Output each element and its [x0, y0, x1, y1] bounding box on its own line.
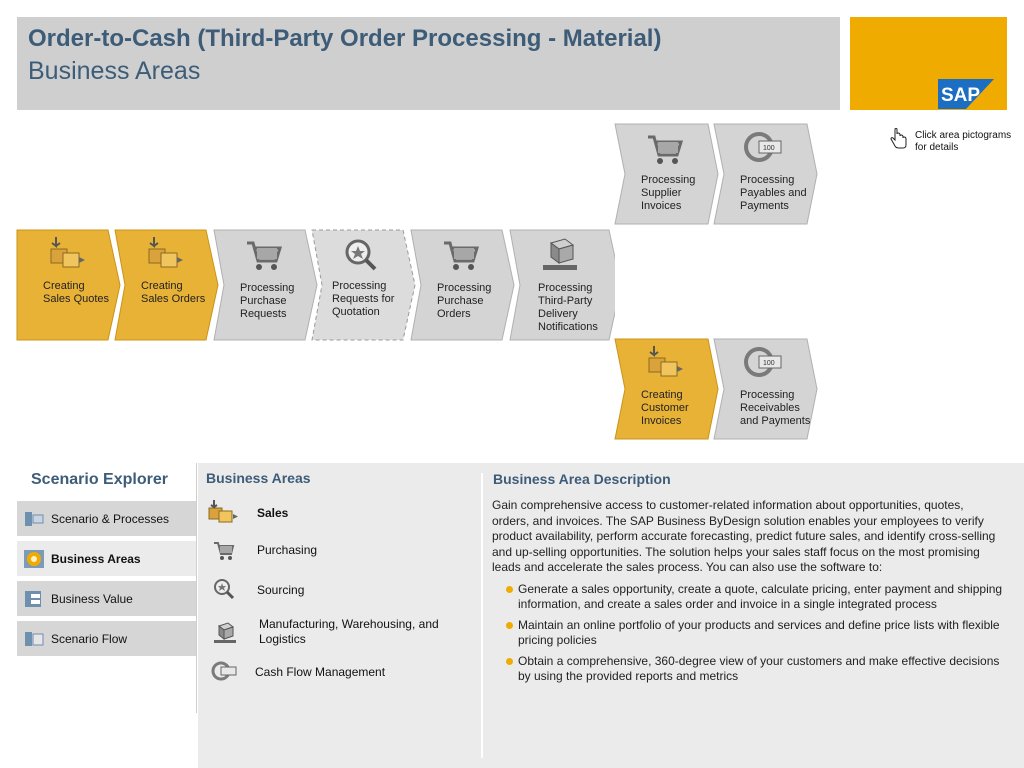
step-creating-sales-orders[interactable]: Creating Sales Orders — [114, 229, 220, 342]
shopping-cart-icon[interactable] — [440, 235, 480, 275]
description-body: Gain comprehensive access to customer-re… — [492, 498, 996, 574]
step-processing-purchase-requests[interactable]: Processing Purchase Requests — [213, 229, 319, 342]
explorer-title: Scenario Explorer — [31, 471, 168, 488]
business-areas-panel: Business Areas Sales Purchasing Sourcing… — [198, 463, 1024, 768]
business-areas-icon — [24, 550, 44, 568]
step-processing-supplier-invoices[interactable]: Processing Supplier Invoices — [614, 123, 720, 236]
business-areas-title: Business Areas — [206, 470, 311, 486]
page-subtitle: Business Areas — [28, 57, 201, 85]
description-title: Business Area Description — [493, 471, 671, 487]
description-bullet: Maintain an online portfolio of your pro… — [492, 618, 1004, 648]
sales-boxes-icon[interactable] — [46, 235, 88, 275]
step-processing-rfq[interactable]: Processing Requests for Quotation — [311, 229, 417, 342]
shopping-cart-icon[interactable] — [212, 539, 236, 563]
step-processing-purchase-orders[interactable]: Processing Purchase Orders — [410, 229, 516, 342]
area-item-sales[interactable]: Sales — [198, 497, 478, 529]
step-label: Processing Requests for Quotation — [332, 280, 395, 318]
step-label: Processing Payables and Payments — [740, 174, 807, 212]
explorer-item-business-value[interactable]: Business Value — [17, 581, 197, 617]
explorer-item-scenario-flow[interactable]: Scenario Flow — [17, 621, 197, 657]
cash-flow-icon[interactable]: 100 — [743, 344, 785, 380]
area-item-manufacturing[interactable]: Manufacturing, Warehousing, and Logistic… — [198, 613, 478, 653]
explorer-item-scenario-processes[interactable]: Scenario & Processes — [17, 501, 197, 537]
explorer-item-label: Scenario Flow — [51, 632, 128, 646]
shopping-cart-icon[interactable] — [243, 235, 283, 275]
step-label: Creating Sales Orders — [141, 280, 206, 305]
description-bullet: Generate a sales opportunity, create a q… — [492, 582, 1004, 612]
area-item-label: Sourcing — [257, 583, 305, 597]
step-label: Processing Supplier Invoices — [641, 174, 696, 212]
area-item-label: Cash Flow Management — [255, 665, 386, 679]
scenario-processes-icon — [25, 512, 44, 526]
explorer-item-business-areas[interactable]: Business Areas — [17, 541, 197, 577]
page-title: Order-to-Cash (Third-Party Order Process… — [28, 25, 662, 52]
header-banner: Order-to-Cash (Third-Party Order Process… — [17, 17, 840, 110]
scenario-flow-icon — [25, 632, 44, 646]
svg-text:100: 100 — [763, 360, 775, 367]
sales-boxes-icon[interactable] — [144, 235, 186, 275]
sales-boxes-icon[interactable] — [206, 499, 240, 527]
panel-divider — [481, 473, 483, 758]
sales-boxes-icon[interactable] — [644, 344, 686, 384]
hint-text: Click area pictograms for details — [915, 130, 1012, 153]
area-item-sourcing[interactable]: Sourcing — [198, 575, 478, 607]
step-creating-sales-quotes[interactable]: Creating Sales Quotes — [16, 229, 122, 342]
step-label: Creating Customer Invoices — [641, 389, 689, 427]
step-label: Processing Purchase Requests — [240, 282, 295, 320]
step-label: Processing Third-Party Delivery Notifica… — [538, 282, 598, 333]
shopping-cart-icon[interactable] — [644, 129, 684, 169]
area-item-label: Manufacturing, Warehousing, and Logistic… — [259, 617, 439, 646]
step-creating-customer-invoices[interactable]: Creating Customer Invoices — [614, 338, 720, 451]
area-item-label: Sales — [257, 506, 289, 520]
sourcing-magnifier-icon[interactable] — [341, 235, 381, 275]
logo-panel: SAP — [850, 17, 1007, 110]
logo-text: SAP — [941, 85, 980, 106]
conveyor-box-icon[interactable] — [212, 621, 238, 645]
svg-text:100: 100 — [763, 145, 775, 152]
explorer-item-label: Business Areas — [51, 552, 141, 566]
area-item-cash-flow[interactable]: Cash Flow Management — [198, 659, 478, 691]
step-label: Processing Purchase Orders — [437, 282, 492, 320]
sap-logo: SAP — [938, 79, 994, 109]
area-item-purchasing[interactable]: Purchasing — [198, 537, 478, 569]
scenario-explorer: Scenario Explorer Scenario & Processes B… — [17, 463, 197, 713]
cash-flow-icon[interactable] — [211, 660, 239, 682]
step-label: Creating Sales Quotes — [43, 280, 110, 305]
bullet-dot — [506, 658, 513, 665]
step-label: Processing Receivables and Payments — [740, 389, 811, 427]
business-value-icon — [25, 591, 41, 607]
description-bullets: Generate a sales opportunity, create a q… — [492, 582, 1004, 690]
step-processing-payables[interactable]: 100 Processing Payables and Payments — [713, 123, 819, 236]
area-item-label: Purchasing — [257, 543, 318, 557]
conveyor-box-icon[interactable] — [539, 235, 579, 275]
sourcing-magnifier-icon[interactable] — [212, 577, 238, 601]
step-processing-delivery-notifications[interactable]: Processing Third-Party Delivery Notifica… — [509, 229, 615, 342]
cash-flow-icon[interactable]: 100 — [743, 129, 785, 165]
description-bullet: Obtain a comprehensive, 360-degree view … — [492, 654, 1004, 684]
bullet-dot — [506, 586, 513, 593]
explorer-divider — [196, 463, 197, 713]
step-processing-receivables[interactable]: 100 Processing Receivables and Payments — [713, 338, 819, 451]
explorer-item-label: Scenario & Processes — [51, 512, 170, 526]
pointing-hand-icon — [890, 128, 907, 149]
bullet-dot — [506, 622, 513, 629]
explorer-item-label: Business Value — [51, 592, 133, 606]
